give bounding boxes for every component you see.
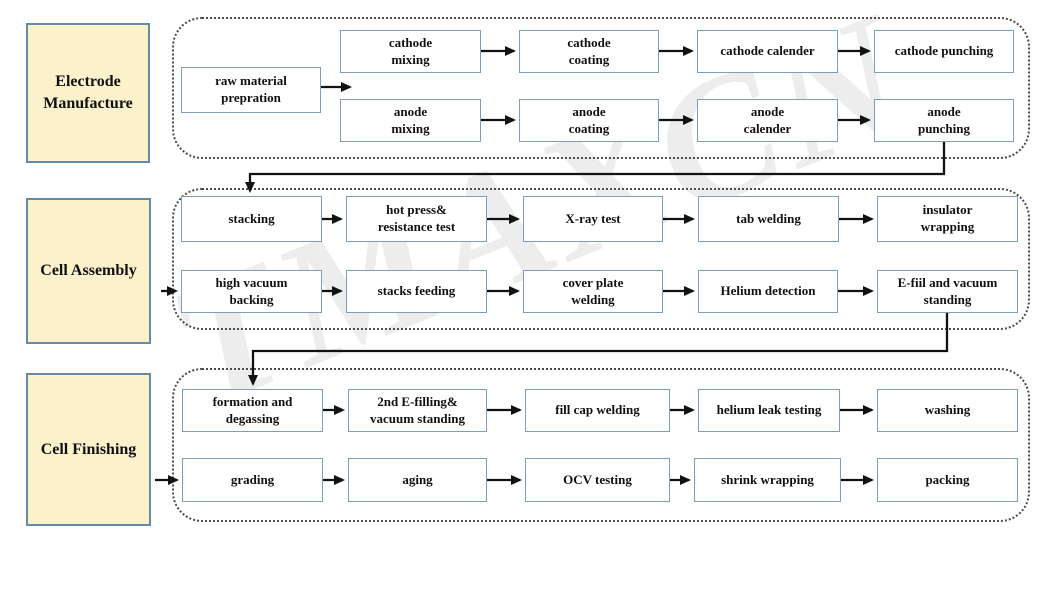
process-box-cover-plate-welding: cover plate welding	[523, 270, 663, 313]
process-box-e-fiil-and-vacuum-standing: E-fiil and vacuum standing	[877, 270, 1018, 313]
process-box-anode-calender: anode calender	[697, 99, 838, 142]
process-box-2nd-e-filling-vacuum-standing: 2nd E-filling& vacuum standing	[348, 389, 487, 432]
section-label-cell-finishing: Cell Finishing	[26, 373, 151, 526]
process-box-cathode-calender: cathode calender	[697, 30, 838, 73]
process-box-packing: packing	[877, 458, 1018, 502]
process-box-cathode-punching: cathode punching	[874, 30, 1014, 73]
process-box-stacks-feeding: stacks feeding	[346, 270, 487, 313]
process-box-helium-leak-testing: helium leak testing	[698, 389, 840, 432]
process-box-anode-coating: anode coating	[519, 99, 659, 142]
process-box-washing: washing	[877, 389, 1018, 432]
process-box-insulator-wrapping: insulator wrapping	[877, 196, 1018, 242]
process-box-x-ray-test: X-ray test	[523, 196, 663, 242]
process-box-fill-cap-welding: fill cap welding	[525, 389, 670, 432]
process-box-ocv-testing: OCV testing	[525, 458, 670, 502]
process-box-stacking: stacking	[181, 196, 322, 242]
process-box-shrink-wrapping: shrink wrapping	[694, 458, 841, 502]
process-box-cathode-coating: cathode coating	[519, 30, 659, 73]
process-box-cathode-mixing: cathode mixing	[340, 30, 481, 73]
process-box-anode-punching: anode punching	[874, 99, 1014, 142]
process-box-aging: aging	[348, 458, 487, 502]
process-box-raw-material-prepration: raw material prepration	[181, 67, 321, 113]
process-box-grading: grading	[182, 458, 323, 502]
process-box-tab-welding: tab welding	[698, 196, 839, 242]
section-label-electrode-manufacture: Electrode Manufacture	[26, 23, 150, 163]
process-box-formation-and-degassing: formation and degassing	[182, 389, 323, 432]
process-box-helium-detection: Helium detection	[698, 270, 838, 313]
process-box-anode-mixing: anode mixing	[340, 99, 481, 142]
section-label-cell-assembly: Cell Assembly	[26, 198, 151, 344]
process-box-high-vacuum-backing: high vacuum backing	[181, 270, 322, 313]
process-box-hot-press-resistance-test: hot press& resistance test	[346, 196, 487, 242]
